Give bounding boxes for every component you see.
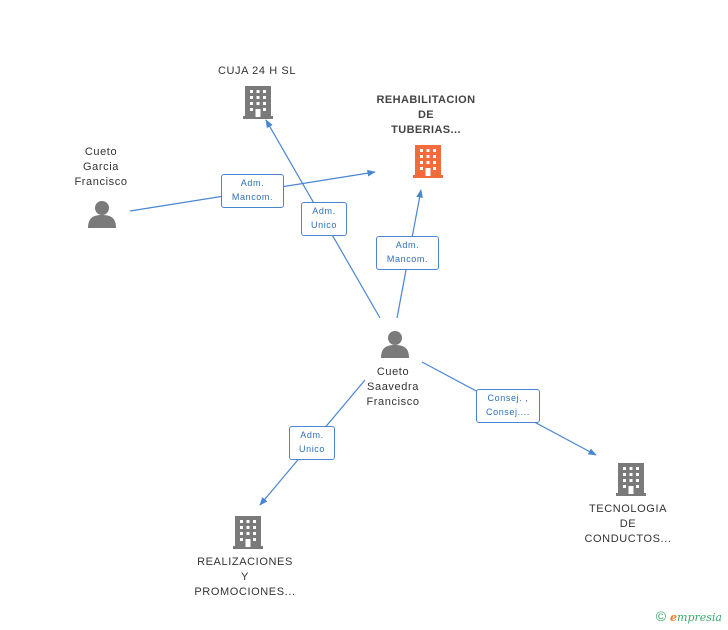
node-label-line: Y bbox=[241, 571, 249, 583]
edge-label-line: Consej.... bbox=[485, 407, 531, 417]
node-label-rehabilitacion[interactable]: REHABILITACION DE TUBERIAS... bbox=[377, 93, 476, 138]
brand-initial: e bbox=[670, 611, 678, 624]
edge-label-line: Adm. bbox=[312, 206, 336, 216]
node-label-line: DE bbox=[417, 109, 435, 121]
node-label-realizaciones[interactable]: REALIZACIONES Y PROMOCIONES... bbox=[194, 555, 295, 600]
edge-label-garcia-rehabilitacion[interactable]: Adm. Mancom. bbox=[221, 174, 284, 208]
node-label-line: CUJA 24 H SL bbox=[217, 65, 297, 77]
edge-label-line: Unico bbox=[310, 220, 337, 230]
node-label-line: TUBERIAS... bbox=[391, 124, 461, 136]
node-label-line: PROMOCIONES... bbox=[194, 586, 296, 598]
edge-label-saavedra-tecnologia[interactable]: Consej. , Consej.... bbox=[476, 389, 540, 423]
edge-label-line: Adm. bbox=[240, 178, 265, 188]
building-icon[interactable] bbox=[233, 516, 263, 549]
building-icon[interactable] bbox=[616, 463, 646, 496]
node-label-line: CONDUCTOS... bbox=[584, 533, 672, 545]
copyright-icon: © bbox=[655, 608, 667, 624]
footer-brand[interactable]: ©empresia bbox=[656, 608, 722, 624]
edge-label-line: Consej. , bbox=[487, 393, 529, 403]
node-label-line: Cueto bbox=[84, 146, 118, 158]
brand-logo: empresia bbox=[670, 611, 722, 624]
node-label-line: Francisco bbox=[74, 176, 128, 188]
node-label-line: Garcia bbox=[83, 161, 119, 173]
person-icon[interactable] bbox=[88, 201, 116, 228]
edge-label-saavedra-cuja[interactable]: Adm. Unico bbox=[301, 202, 347, 236]
edge-label-line: Mancom. bbox=[386, 254, 429, 264]
node-label-tecnologia[interactable]: TECNOLOGIA DE CONDUCTOS... bbox=[584, 502, 671, 547]
node-label-cueto-saavedra[interactable]: Cueto Saavedra Francisco bbox=[366, 365, 419, 410]
edge-label-line: Adm. bbox=[395, 240, 420, 250]
edge-label-line: Adm. bbox=[300, 430, 324, 440]
node-label-line: REHABILITACION bbox=[376, 94, 476, 106]
brand-name: mpresia bbox=[677, 611, 722, 624]
edge-label-saavedra-realizaciones[interactable]: Adm. Unico bbox=[289, 426, 335, 460]
node-label-line: Cueto bbox=[376, 366, 410, 378]
node-label-line: Saavedra bbox=[367, 381, 419, 393]
person-icon[interactable] bbox=[381, 331, 409, 358]
node-label-line: TECNOLOGIA bbox=[588, 503, 668, 515]
node-label-line: DE bbox=[619, 518, 637, 530]
building-icon[interactable] bbox=[243, 86, 273, 119]
edge-label-line: Mancom. bbox=[231, 192, 274, 202]
node-label-line: Francisco bbox=[366, 396, 420, 408]
edge-label-saavedra-rehabilitacion[interactable]: Adm. Mancom. bbox=[376, 236, 439, 270]
node-label-cuja[interactable]: CUJA 24 H SL bbox=[218, 64, 296, 79]
node-label-cueto-garcia[interactable]: Cueto Garcia Francisco bbox=[74, 145, 127, 190]
node-label-line: REALIZACIONES bbox=[197, 556, 293, 568]
building-icon[interactable] bbox=[413, 145, 443, 178]
edge-label-line: Unico bbox=[298, 444, 325, 454]
